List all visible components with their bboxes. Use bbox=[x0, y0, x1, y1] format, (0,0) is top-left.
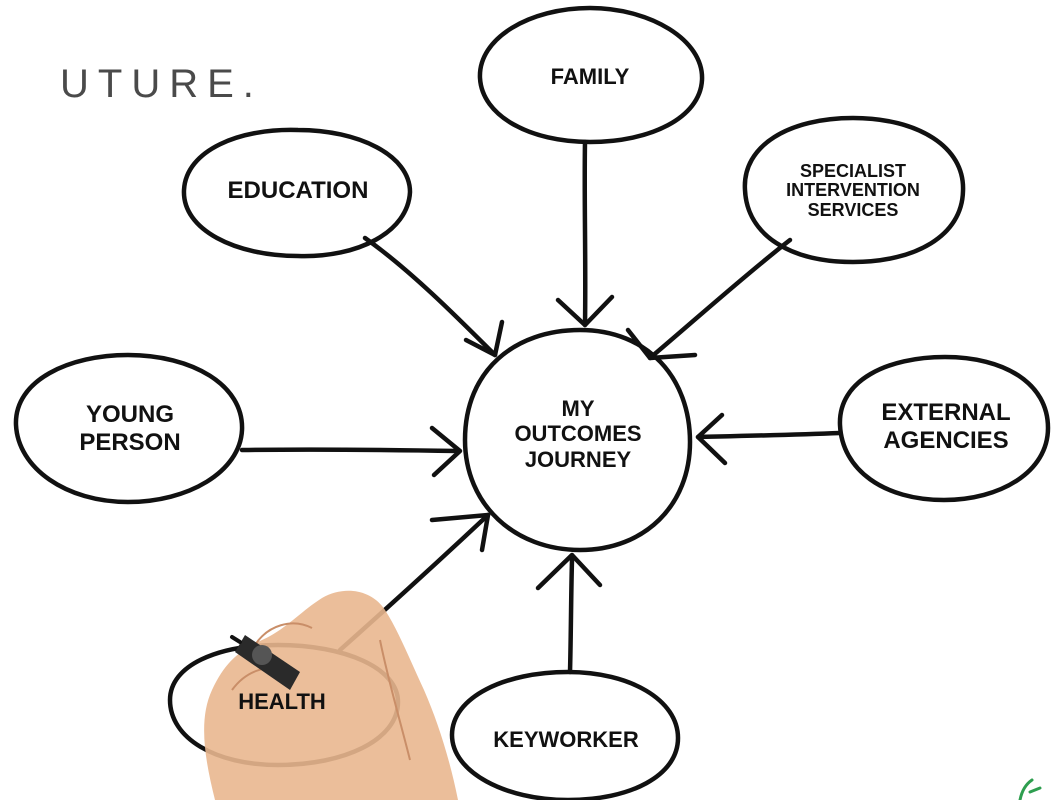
arrow-keyworker bbox=[535, 552, 603, 591]
bubble-external bbox=[837, 354, 1051, 503]
bubble-young-person bbox=[13, 352, 245, 505]
node-specialist-intervention-services: SPECIALIST INTERVENTION SERVICES bbox=[752, 152, 954, 230]
arrow-external bbox=[695, 412, 728, 466]
node-young-person: YOUNG PERSON bbox=[28, 392, 232, 466]
bubble-center bbox=[462, 327, 693, 553]
node-label: EDUCATION bbox=[227, 177, 369, 205]
node-label: FAMILY bbox=[550, 64, 630, 90]
node-label: INTERVENTION bbox=[786, 180, 920, 201]
node-label: HEALTH bbox=[238, 689, 326, 715]
node-label: SERVICES bbox=[807, 199, 899, 220]
line-family bbox=[582, 139, 588, 328]
node-education: EDUCATION bbox=[196, 168, 400, 214]
node-family: FAMILY bbox=[492, 55, 688, 99]
node-label: PERSON bbox=[79, 429, 181, 456]
arrow-family bbox=[555, 294, 615, 328]
node-label: SPECIALIST bbox=[799, 160, 906, 181]
node-label: KEYWORKER bbox=[493, 727, 639, 753]
node-center-my-outcomes-journey: MY OUTCOMES JOURNEY bbox=[478, 378, 678, 490]
bubble-education bbox=[181, 127, 413, 259]
bubble-family bbox=[477, 5, 705, 145]
accent-mark bbox=[1018, 778, 1042, 800]
arrow-young-person bbox=[429, 425, 463, 478]
line-young-person bbox=[239, 447, 461, 454]
bubble-specialist bbox=[742, 115, 966, 265]
bubble-keyworker bbox=[449, 669, 681, 800]
node-label: AGENCIES bbox=[883, 427, 1009, 454]
center-label: JOURNEY bbox=[524, 446, 632, 472]
arrow-specialist bbox=[625, 327, 698, 361]
line-external bbox=[695, 430, 843, 440]
node-label: YOUNG bbox=[85, 401, 174, 429]
arrow-health bbox=[429, 512, 491, 553]
node-label: EXTERNAL bbox=[881, 399, 1011, 427]
line-specialist bbox=[647, 237, 793, 361]
node-keyworker: KEYWORKER bbox=[464, 718, 668, 762]
line-keyworker bbox=[567, 557, 575, 675]
center-label: MY bbox=[561, 396, 595, 422]
arrow-education bbox=[463, 319, 505, 358]
node-health: HEALTH bbox=[190, 680, 374, 724]
node-external-agencies: EXTERNAL AGENCIES bbox=[850, 390, 1042, 464]
page-heading: UTURE. bbox=[60, 62, 263, 106]
center-label: OUTCOMES bbox=[514, 421, 642, 447]
hand-with-marker-icon bbox=[204, 590, 458, 800]
line-education bbox=[362, 235, 498, 358]
